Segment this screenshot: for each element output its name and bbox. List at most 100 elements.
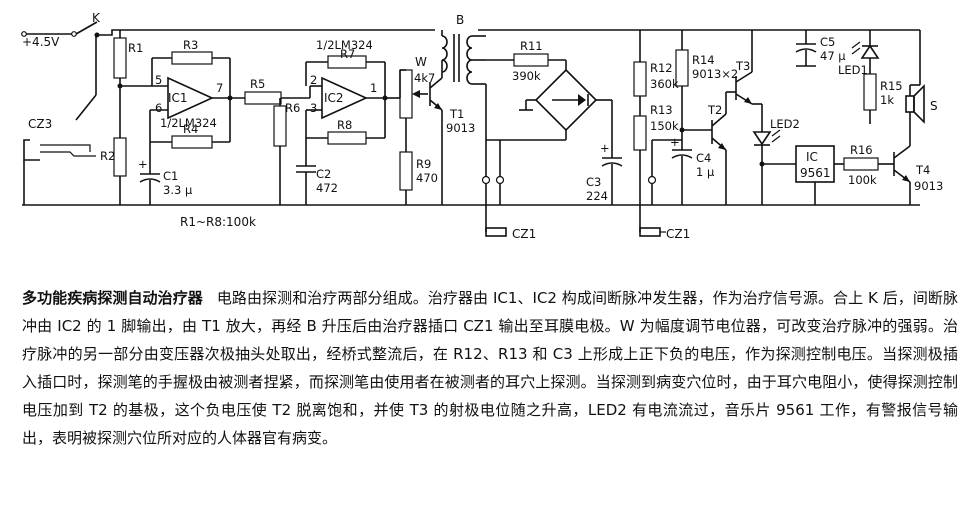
svg-text:1k: 1k [880, 93, 894, 107]
svg-text:B: B [456, 13, 464, 27]
resistor-r15: R15 1k [863, 73, 903, 124]
resistor-r6: R6 [273, 98, 300, 205]
ic2-block: IC2 1/2LM324 2 3 1 R7 R8 [305, 38, 388, 145]
resistor-r12: R12 360k [633, 30, 679, 97]
top-rail [96, 29, 921, 85]
svg-text:IC: IC [806, 150, 818, 164]
svg-text:R7: R7 [340, 47, 355, 61]
svg-text:C1: C1 [163, 169, 178, 183]
svg-text:9561: 9561 [800, 166, 831, 180]
svg-text:4k7: 4k7 [414, 71, 435, 85]
svg-text:R12: R12 [650, 61, 673, 75]
svg-text:C4: C4 [696, 151, 711, 165]
svg-text:1/2LM324: 1/2LM324 [316, 38, 373, 52]
resistor-r16: R16 100k [843, 143, 894, 187]
svg-text:470: 470 [416, 171, 438, 185]
svg-text:C2: C2 [316, 167, 331, 181]
svg-text:3.3 μ: 3.3 μ [163, 183, 193, 197]
svg-text:CZ1: CZ1 [512, 227, 536, 241]
svg-text:+: + [670, 135, 680, 149]
svg-text:R4: R4 [183, 122, 198, 136]
svg-text:9013×2: 9013×2 [692, 67, 738, 81]
svg-text:9013: 9013 [914, 179, 943, 193]
svg-text:R1: R1 [128, 41, 143, 55]
svg-text:2: 2 [310, 73, 317, 87]
jack-cz1-right: CZ1 [639, 139, 690, 241]
svg-text:150k: 150k [650, 119, 679, 133]
led2: LED2 [752, 117, 800, 205]
svg-text:R15: R15 [880, 79, 903, 93]
svg-text:CZ1: CZ1 [666, 227, 690, 241]
potentiometer-w: W 4k7 [385, 55, 435, 119]
caption-text: 电路由探测和治疗两部分组成。治疗器由 IC1、IC2 构成间断脉冲发生器，作为治… [22, 289, 958, 447]
bridge-rectifier [486, 60, 613, 158]
jack-cz3: CZ3 [23, 35, 97, 205]
svg-text:R2: R2 [100, 149, 115, 163]
svg-text:3: 3 [310, 101, 317, 115]
svg-text:T1: T1 [449, 107, 464, 121]
resistor-note: R1~R8:100k [180, 215, 256, 229]
svg-text:R13: R13 [650, 103, 673, 117]
svg-text:R8: R8 [337, 118, 352, 132]
svg-text:C5: C5 [820, 35, 835, 49]
resistor-r1: R1 [113, 30, 143, 138]
resistor-r5: R5 [244, 77, 310, 105]
svg-text:360k: 360k [650, 77, 679, 91]
caption-title: 多功能疾病探测自动治疗器 [22, 289, 203, 307]
switch-k: K [75, 11, 101, 38]
svg-text:LED2: LED2 [770, 117, 800, 131]
capacitor-c1: + C1 3.3 μ [138, 142, 193, 205]
svg-text:+: + [600, 141, 610, 155]
caption: 多功能疾病探测自动治疗器电路由探测和治疗两部分组成。治疗器由 IC1、IC2 构… [22, 284, 958, 452]
transistor-t2: T2 [707, 91, 736, 205]
svg-text:W: W [415, 55, 427, 69]
transistor-t4: T4 9013 [893, 112, 943, 205]
svg-text:T4: T4 [915, 163, 930, 177]
transistor-t3: T3 [735, 30, 763, 132]
svg-text:R3: R3 [183, 38, 198, 52]
resistor-r2: R2 [100, 137, 127, 205]
resistor-r14: R14 9013×2 [675, 30, 738, 150]
svg-text:T3: T3 [735, 59, 750, 73]
speaker: S [905, 84, 938, 124]
ic1-block: IC1 1/2LM324 5 6 7 R3 R4 [117, 38, 245, 149]
svg-text:1: 1 [370, 81, 377, 95]
svg-text:R9: R9 [416, 157, 431, 171]
svg-text:224: 224 [586, 189, 608, 203]
svg-text:1/2LM324: 1/2LM324 [160, 116, 217, 130]
svg-text:472: 472 [316, 181, 338, 195]
svg-text:R16: R16 [850, 143, 873, 157]
svg-text:R5: R5 [250, 77, 265, 91]
svg-text:IC2: IC2 [324, 91, 344, 105]
capacitor-c4: + C4 1 μ [670, 135, 715, 205]
svg-text:6: 6 [155, 101, 162, 115]
capacitor-c5: C5 47 μ [795, 30, 846, 67]
svg-text:+: + [138, 157, 148, 171]
svg-text:7: 7 [216, 81, 223, 95]
svg-text:390k: 390k [512, 69, 541, 83]
svg-text:1 μ: 1 μ [696, 165, 715, 179]
circuit-schematic: +4.5V K CZ3 R1 R2 IC1 1/2LM324 5 6 7 [21, 11, 943, 241]
ic-9561: IC 9561 [759, 145, 844, 205]
switch-label: K [92, 11, 101, 25]
svg-text:5: 5 [155, 73, 162, 87]
svg-text:47 μ: 47 μ [820, 49, 846, 63]
supply-label: +4.5V [22, 35, 60, 49]
led1: LED1 [838, 30, 880, 77]
capacitor-c2: C2 472 [296, 138, 338, 205]
svg-text:S: S [930, 99, 938, 113]
power-supply: +4.5V [21, 31, 77, 49]
svg-text:R14: R14 [692, 53, 715, 67]
resistor-r9: R9 470 [399, 118, 438, 205]
svg-text:R6: R6 [285, 101, 300, 115]
svg-text:100k: 100k [848, 173, 877, 187]
svg-text:C3: C3 [586, 175, 601, 189]
jack-cz1-left: CZ1 [481, 84, 536, 241]
svg-text:T2: T2 [707, 103, 722, 117]
svg-text:IC1: IC1 [168, 91, 188, 105]
cz3-label: CZ3 [28, 117, 52, 131]
svg-text:9013: 9013 [446, 121, 475, 135]
resistor-r13: R13 150k [633, 96, 679, 232]
svg-text:LED1: LED1 [838, 63, 868, 77]
svg-text:R11: R11 [520, 39, 543, 53]
